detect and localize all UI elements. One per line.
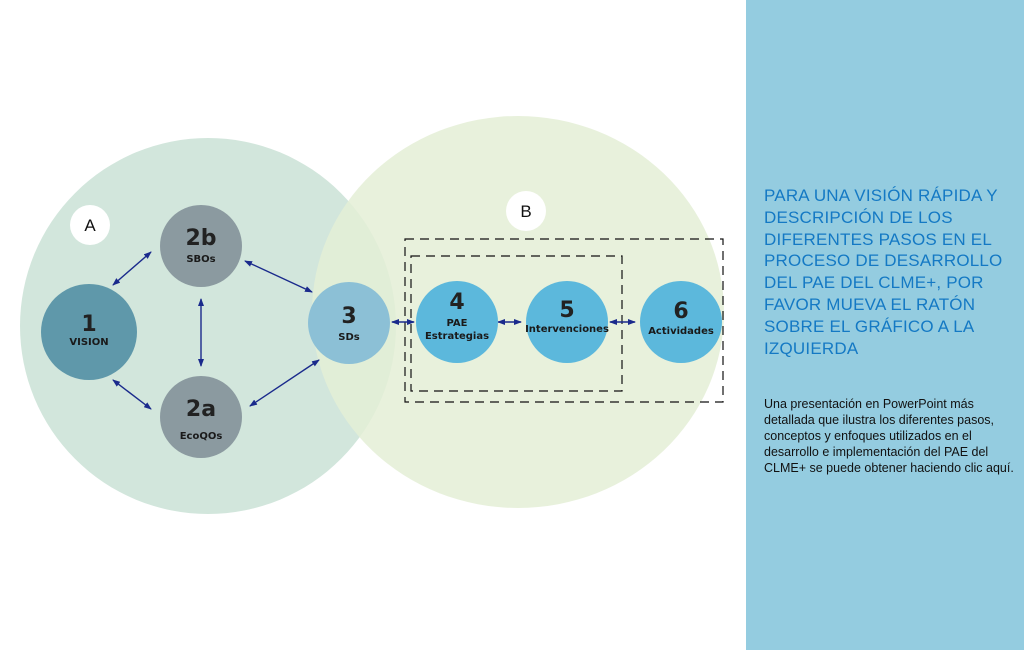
node-2a-ecoqos[interactable]: 2a EcoQOs	[160, 376, 242, 458]
node-6-actividades[interactable]: 6 Actividades	[640, 281, 722, 363]
group-b-circle	[312, 116, 724, 508]
info-panel: PARA UNA VISIÓN RÁPIDA Y DESCRIPCIÓN DE …	[746, 0, 1024, 650]
arrow-1-2b	[112, 251, 152, 286]
powerpoint-link-text[interactable]: Una presentación en PowerPoint más detal…	[764, 397, 1014, 475]
node-2b-sbos[interactable]: 2b SBOs	[160, 205, 242, 287]
node-label: Estrategias	[425, 331, 489, 342]
group-a-badge: A	[70, 205, 110, 245]
node-4-pae-estrategias[interactable]: 4 PAE Estrategias	[416, 281, 498, 363]
node-number: 4	[449, 290, 464, 315]
node-3-sds[interactable]: 3 SDs	[308, 282, 390, 364]
node-number: 2a	[186, 397, 216, 422]
node-label: PAE	[447, 318, 468, 329]
node-5-intervenciones[interactable]: 5 Intervenciones	[525, 281, 609, 363]
node-number: 6	[673, 299, 688, 324]
node-label: VISION	[69, 337, 108, 348]
arrow-2a-3	[249, 359, 320, 407]
node-number: 2b	[185, 226, 216, 251]
panel-heading: PARA UNA VISIÓN RÁPIDA Y DESCRIPCIÓN DE …	[764, 186, 1003, 358]
node-label: Intervenciones	[525, 324, 609, 335]
group-b-label: B	[520, 202, 531, 221]
node-number: 3	[341, 304, 356, 329]
node-number: 1	[81, 312, 96, 337]
arrows	[112, 251, 636, 410]
node-label: Actividades	[648, 326, 714, 337]
node-label: EcoQOs	[180, 431, 223, 442]
arrow-2b-3	[244, 260, 313, 293]
group-a-circle	[20, 138, 396, 514]
arrow-1-2a	[112, 379, 152, 410]
node-1-vision[interactable]: 1 VISION	[41, 284, 137, 380]
node-label: SBOs	[186, 254, 215, 265]
node-label: SDs	[338, 332, 360, 343]
group-a-label: A	[84, 216, 96, 235]
clme-process-diagram: A B 1 VISION 2b SBOs 2a EcoQOs 3 SDs 4 P…	[20, 116, 724, 514]
node-number: 5	[559, 298, 574, 323]
outer-dashed-box	[404, 238, 724, 403]
group-b-badge: B	[506, 191, 546, 231]
